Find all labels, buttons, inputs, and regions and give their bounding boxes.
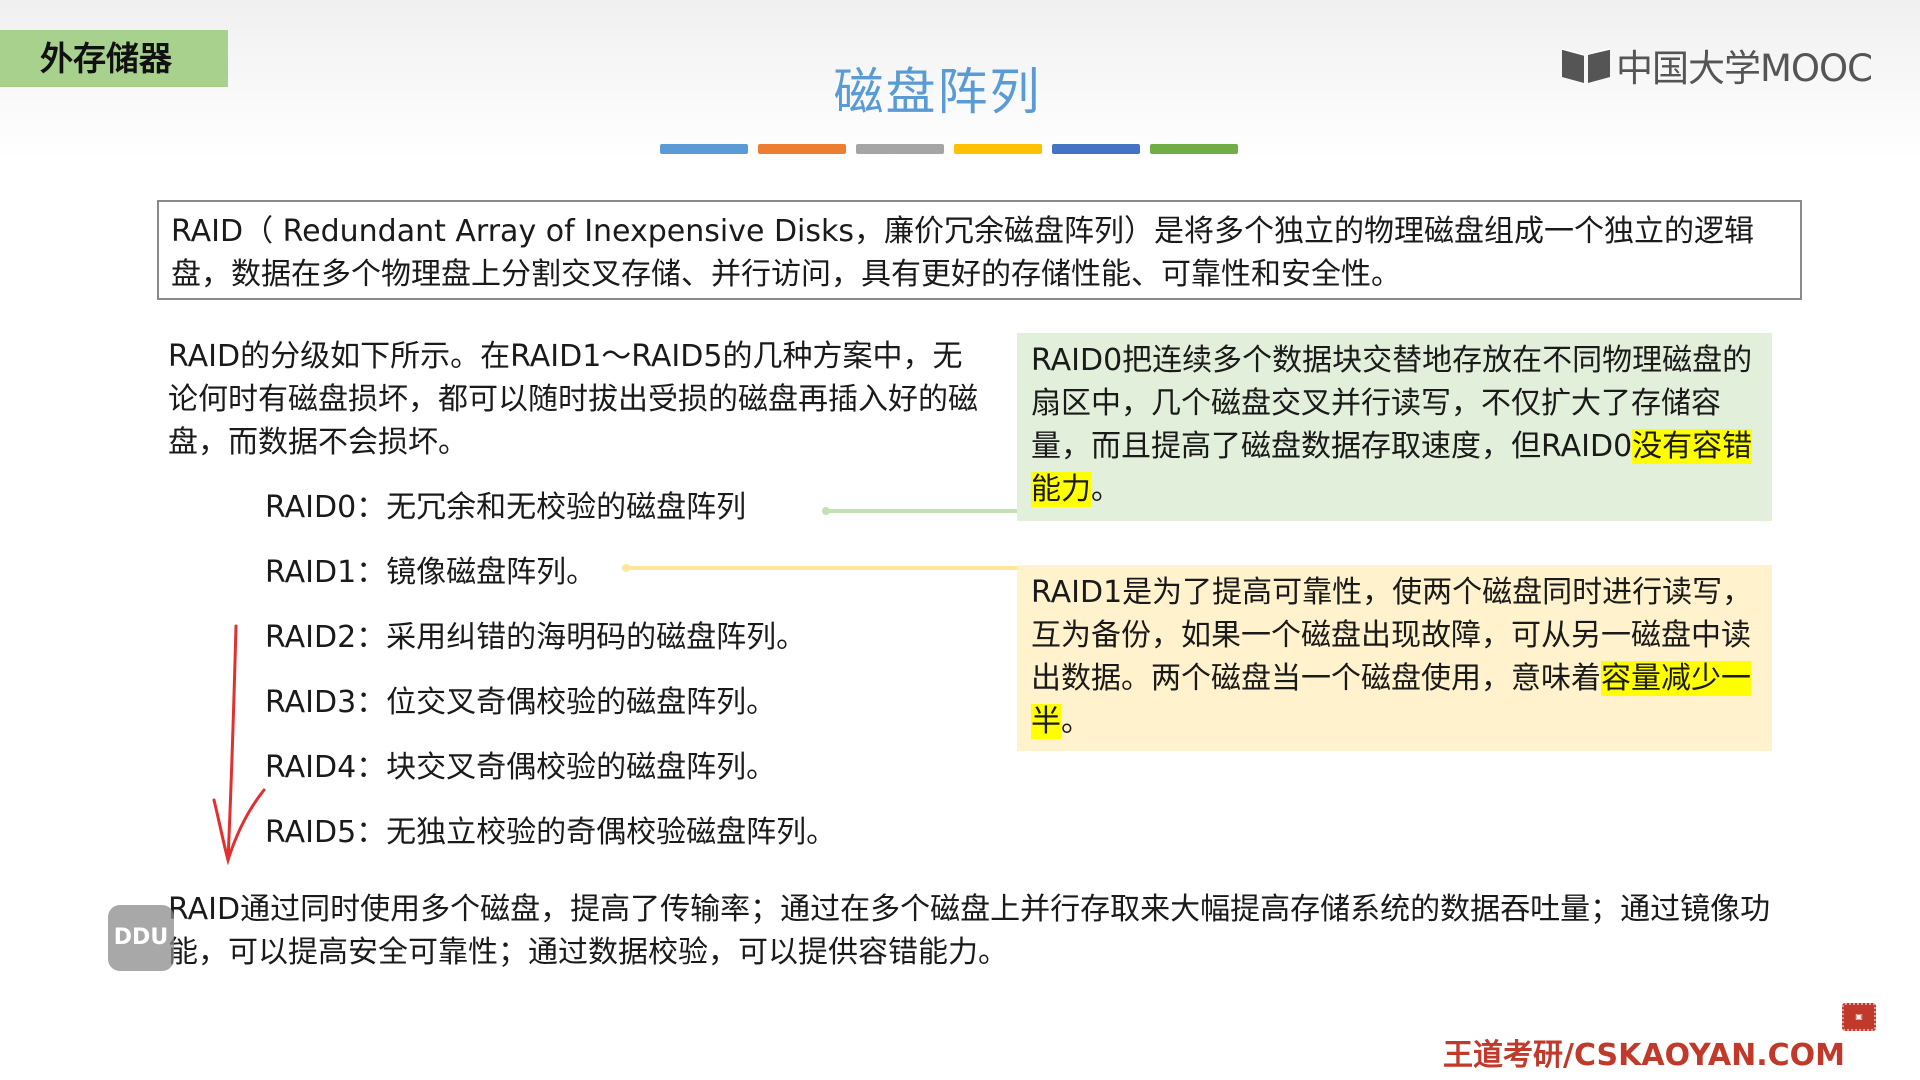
raid1-note: RAID1是为了提高可靠性，使两个磁盘同时进行读写，互为备份，如果一个磁盘出现故… [1017, 565, 1772, 751]
raid1-note-tail: 。 [1061, 704, 1091, 739]
chip-icon: ▣ [1842, 1003, 1876, 1031]
raid-level-item: RAID4：块交叉奇偶校验的磁盘阵列。 [265, 750, 777, 785]
raid-level-item: RAID2：采用纠错的海明码的磁盘阵列。 [265, 620, 807, 655]
book-logo-icon [1560, 45, 1612, 85]
title-color-bar [954, 144, 1042, 154]
summary-paragraph: RAID通过同时使用多个磁盘，提高了传输率；通过在多个磁盘上并行存取来大幅提高存… [168, 892, 1771, 970]
raid0-note-text: RAID0把连续多个数据块交替地存放在不同物理磁盘的扇区中，几个磁盘交叉并行读写… [1031, 343, 1753, 464]
section-tag: 外存储器 [0, 30, 228, 87]
brand-text: 中国大学MOOC [1616, 47, 1873, 90]
title-color-bar [758, 144, 846, 154]
handwritten-down-arrow-icon [212, 624, 266, 866]
raid-level-list: RAID0：无冗余和无校验的磁盘阵列 RAID1：镜像磁盘阵列。 RAID2：采… [265, 485, 836, 875]
ddu-watermark: DDU [108, 905, 174, 971]
mooc-logo: 中国大学MOOC [1560, 40, 1873, 90]
raid-level-item: RAID3：位交叉奇偶校验的磁盘阵列。 [265, 685, 777, 720]
raid0-note: RAID0把连续多个数据块交替地存放在不同物理磁盘的扇区中，几个磁盘交叉并行读写… [1017, 333, 1772, 521]
title-color-bars [660, 144, 1238, 154]
intro-paragraph: RAID的分级如下所示。在RAID1～RAID5的几种方案中，无论何时有磁盘损坏… [168, 339, 978, 460]
title-color-bar [856, 144, 944, 154]
title-color-bar [1052, 144, 1140, 154]
raid-level-item: RAID0：无冗余和无校验的磁盘阵列 [265, 490, 747, 525]
footer-brand: 王道考研/CSKAOYAN.COM [1443, 1038, 1845, 1073]
raid1-note-text: RAID1是为了提高可靠性，使两个磁盘同时进行读写，互为备份，如果一个磁盘出现故… [1031, 575, 1753, 696]
title-color-bar [660, 144, 748, 154]
raid-level-item: RAID1：镜像磁盘阵列。 [265, 555, 597, 590]
raid1-connector-line [622, 564, 1020, 572]
raid-level-item: RAID5：无独立校验的奇偶校验磁盘阵列。 [265, 815, 837, 850]
raid0-note-tail: 。 [1091, 472, 1121, 507]
title-color-bar [1150, 144, 1238, 154]
slide-title: 磁盘阵列 [833, 63, 1042, 121]
definition-box: RAID（ Redundant Array of Inexpensive Dis… [157, 200, 1802, 300]
raid0-connector-line [822, 507, 1020, 515]
